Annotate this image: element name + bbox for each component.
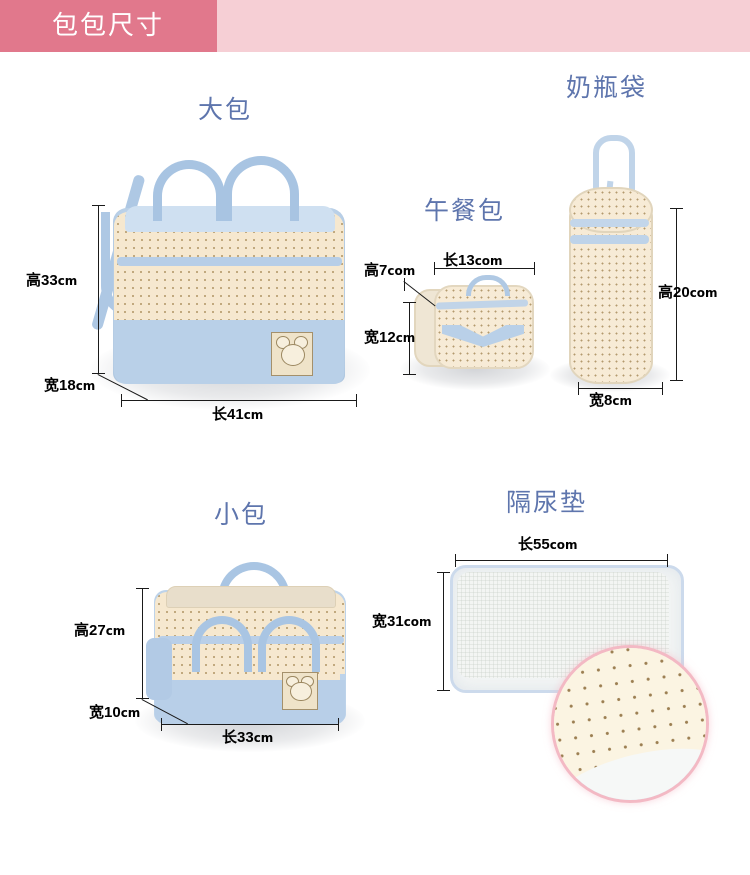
changing-pad-length-tick-left (455, 554, 456, 567)
product-image-small-bag (140, 550, 355, 735)
small-bag-height-rule (142, 588, 143, 698)
lunch-bag-width-label: 宽12cm (364, 329, 416, 346)
changing-pad-width-rule (443, 572, 444, 690)
page-title: 包包尺寸 (52, 11, 165, 41)
large-bag-bear-patch (271, 332, 313, 376)
small-bag-height-tick-bottom (136, 698, 149, 699)
changing-pad-width-tick-bottom (437, 690, 450, 691)
bottle-bag-width-tick-left (578, 382, 579, 395)
bottle-bag-height-tick-bottom (670, 380, 683, 381)
large-bag-zipper (117, 257, 342, 266)
caption-changing-pad: 隔尿垫 (506, 488, 588, 517)
small-bag-top-flap (166, 586, 336, 608)
lunch-bag-height-tick (404, 278, 405, 291)
small-bag-depth-label: 宽10cm (89, 704, 141, 721)
changing-pad-length-label: 长55com (518, 536, 578, 553)
lunch-bag-width-tick-bottom (403, 374, 416, 375)
lunch-bag-length-rule (434, 268, 534, 269)
lunch-bag-length-label: 长13com (443, 252, 503, 269)
product-image-lunch-bag (412, 275, 534, 369)
small-bag-bear-patch (282, 672, 318, 710)
product-image-large-bag (90, 150, 355, 400)
large-bag-height-tick-top (92, 205, 105, 206)
large-bag-front-dot-panel (121, 268, 339, 320)
caption-large-bag: 大包 (198, 95, 253, 124)
lunch-bag-width-tick-top (403, 302, 416, 303)
small-bag-height-label: 高27cm (74, 622, 126, 639)
caption-lunch-bag: 午餐包 (424, 196, 506, 225)
large-bag-height-label: 高33cm (26, 272, 78, 289)
lunch-bag-length-tick-left (434, 262, 435, 275)
product-image-bottle-bag (561, 135, 657, 390)
large-bag-height-tick-bottom (92, 373, 105, 374)
changing-pad-length-rule (455, 560, 667, 561)
banner-dark-strip (0, 0, 217, 52)
bottle-bag-height-label: 高20com (658, 284, 718, 301)
small-bag-length-tick-left (161, 718, 162, 731)
bottle-bag-trim-upper (570, 219, 649, 227)
large-bag-depth-label: 宽18cm (44, 377, 96, 394)
large-bag-length-tick-right (356, 394, 357, 407)
small-bag-length-label: 长33cm (222, 729, 274, 746)
caption-bottle-bag: 奶瓶袋 (566, 73, 648, 102)
large-bag-height-rule (98, 205, 99, 373)
changing-pad-width-label: 宽31com (372, 613, 432, 630)
large-bag-length-label: 长41cm (212, 406, 264, 423)
bottle-bag-width-rule (578, 388, 662, 389)
small-bag-top-handle (218, 562, 290, 602)
bear-head-icon (280, 343, 306, 366)
caption-small-bag: 小包 (214, 500, 269, 529)
lunch-bag-handle (466, 275, 510, 296)
large-bag-length-tick-left (121, 394, 122, 407)
small-bag-side-pocket (146, 638, 172, 700)
large-bag-length-rule (121, 400, 356, 401)
bear-head-icon (290, 682, 312, 702)
small-bag-length-tick-right (338, 718, 339, 731)
bottle-bag-height-tick-top (670, 208, 683, 209)
large-bag-handle-right (223, 156, 299, 221)
bottle-bag-trim-lower (570, 235, 649, 244)
small-bag-handle-left (192, 616, 252, 672)
bottle-bag-width-tick-right (662, 382, 663, 395)
lunch-bag-length-tick-right (534, 262, 535, 275)
lunch-bag-height-label: 高7com (364, 262, 416, 279)
small-bag-height-tick-top (136, 588, 149, 589)
changing-pad-width-tick-top (437, 572, 450, 573)
bottle-bag-width-label: 宽8cm (589, 392, 632, 409)
small-bag-handle-right (258, 616, 320, 672)
header-banner: 包包尺寸 (0, 0, 750, 52)
small-bag-length-rule (161, 724, 338, 725)
bottle-bag-height-rule (676, 208, 677, 380)
fabric-detail-inset (551, 645, 709, 803)
lunch-bag-width-rule (409, 302, 410, 374)
changing-pad-length-tick-right (667, 554, 668, 567)
large-bag-handle-left (153, 160, 225, 221)
